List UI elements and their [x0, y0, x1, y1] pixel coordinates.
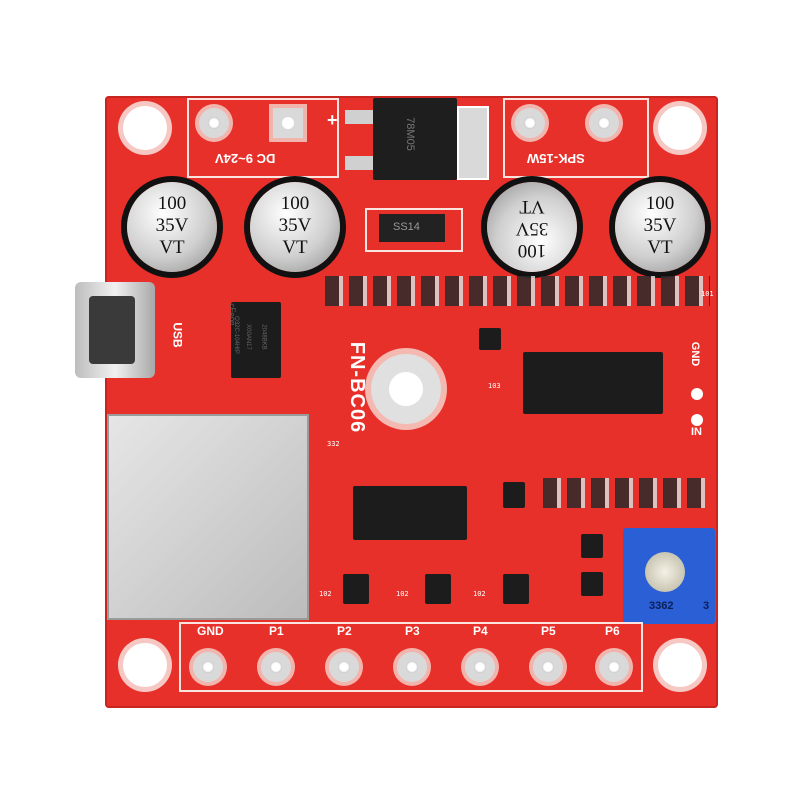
capacitor-3: 100 35V VT	[487, 182, 577, 272]
sd-card-slot[interactable]	[107, 414, 309, 620]
decoder-chip	[353, 486, 467, 540]
transistor-2	[425, 574, 451, 604]
resistor-code-1: 103	[488, 382, 501, 390]
speaker-pad-1	[515, 108, 545, 138]
transistor-1	[343, 574, 369, 604]
gnd-top-label: GND	[689, 341, 702, 367]
micro-usb-port[interactable]	[75, 282, 155, 378]
resistor-row-mid	[543, 478, 711, 508]
resistor-code-6: 101	[701, 290, 714, 298]
resistor-row-top	[325, 276, 710, 306]
pin-pad-p1[interactable]	[261, 652, 291, 682]
pin-label-p1: P1	[269, 624, 284, 638]
pin-pad-p3[interactable]	[397, 652, 427, 682]
pin-pad-p5[interactable]	[533, 652, 563, 682]
resistor-code-2: 332	[327, 440, 340, 448]
audio-in-pad-2	[691, 414, 703, 426]
bottom-header-outline	[179, 622, 643, 692]
capacitor-4: 100 35V VT	[615, 182, 705, 272]
resistor-code-3: 102	[396, 590, 409, 598]
transistor-4	[503, 482, 525, 508]
volume-potentiometer[interactable]: 3362 3	[623, 528, 715, 624]
power-pad-2	[273, 108, 303, 138]
pot-side-label: 3	[703, 600, 710, 612]
diode-outline	[365, 208, 463, 252]
power-pad-1	[199, 108, 229, 138]
pin-label-p3: P3	[405, 624, 420, 638]
power-label: DC 9~24V	[215, 151, 276, 166]
pcb-board: DC 9~24V 78M05 + SPK-15W 100 35V VT 100 …	[75, 96, 718, 708]
resistor-code-5: 102	[319, 590, 332, 598]
plus-label: +	[327, 110, 338, 130]
pin-label-p4: P4	[473, 624, 488, 638]
diode-ss14: SS14	[379, 214, 445, 242]
capacitor-2: 100 35V VT	[250, 182, 340, 272]
mounting-hole-top-right	[658, 106, 702, 150]
regulator-tab	[457, 106, 489, 180]
usb-label: USB	[170, 322, 185, 348]
transistor-6	[581, 534, 603, 558]
transistor-3	[503, 574, 529, 604]
capacitor-1: 100 35V VT	[127, 182, 217, 272]
pin-pad-p4[interactable]	[465, 652, 495, 682]
voltage-regulator: 78M05	[373, 98, 457, 180]
pin-label-p2: P2	[337, 624, 352, 638]
regulator-text: 78M05	[403, 117, 416, 151]
in-label: IN	[691, 426, 702, 438]
pin-label-gnd: GND	[197, 624, 224, 638]
flash-memory-chip: cFeon Q32C-104HIP X00AN17 2048BKB	[228, 302, 281, 378]
amplifier-chip	[523, 352, 663, 414]
pin-label-p6: P6	[605, 624, 620, 638]
power-terminal-outline	[187, 98, 339, 178]
regulator-leg-2	[345, 156, 373, 170]
pot-label: 3362	[649, 600, 674, 612]
center-hole	[371, 354, 441, 424]
mounting-hole-top-left	[123, 106, 167, 150]
pin-pad-gnd[interactable]	[193, 652, 223, 682]
speaker-label: SPK-15W	[527, 151, 585, 166]
regulator-leg-1	[345, 110, 373, 124]
potentiometer-knob[interactable]	[645, 552, 685, 592]
transistor-5	[479, 328, 501, 350]
transistor-7	[581, 572, 603, 596]
pin-label-p5: P5	[541, 624, 556, 638]
pin-pad-p6[interactable]	[599, 652, 629, 682]
speaker-terminal-outline	[503, 98, 649, 178]
speaker-pad-2	[589, 108, 619, 138]
resistor-code-4: 102	[473, 590, 486, 598]
model-label: FN-BC06	[346, 341, 369, 434]
audio-in-pad-1	[691, 388, 703, 400]
mounting-hole-bottom-left	[123, 643, 167, 687]
pin-pad-p2[interactable]	[329, 652, 359, 682]
mounting-hole-bottom-right	[658, 643, 702, 687]
